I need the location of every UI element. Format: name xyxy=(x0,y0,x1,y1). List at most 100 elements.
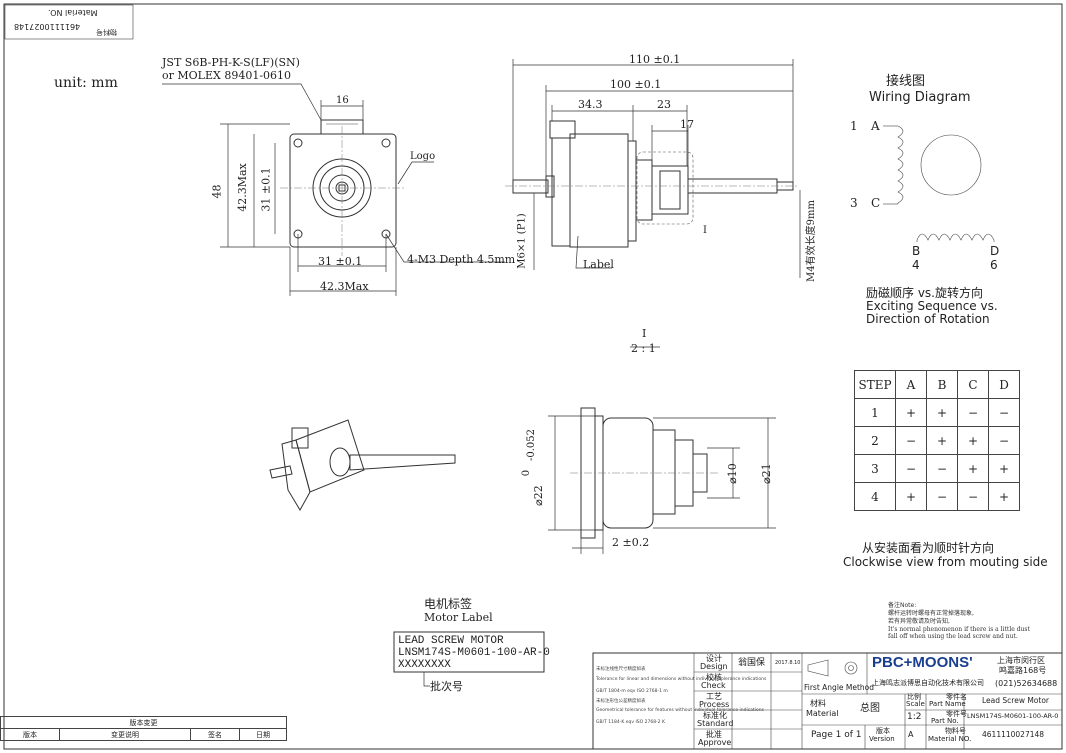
isometric-view xyxy=(269,419,456,511)
table-cell: + xyxy=(988,482,1020,511)
motor-label-line-3: XXXXXXXX xyxy=(398,659,451,671)
wiring-diagram-graphic xyxy=(883,125,995,242)
material-no-value: 4611110027148 xyxy=(14,22,81,31)
table-row: 1 + + − − xyxy=(854,398,1020,427)
detail-title-ref: I xyxy=(642,327,647,340)
company-name-cn: 上海鸣志派博思自动化技术有限公司 xyxy=(872,679,984,687)
dim-110: 110 ±0.1 xyxy=(629,53,681,66)
tolerance-note: 未标注线性尺寸精度如表 xyxy=(596,667,646,672)
tolerance-note: Geometrical tolerance for features witho… xyxy=(596,708,764,713)
version-label-en: Version xyxy=(869,735,895,743)
motor-label-line-1: LEAD SCREW MOTOR xyxy=(398,635,504,647)
sequence-title-cn: 励磁顺序 vs.旋转方向 xyxy=(866,286,983,300)
tolerance-note: 未标注形位公差精度如表 xyxy=(596,699,646,704)
dim-2: 2 ±0.2 xyxy=(612,536,650,549)
side-connector xyxy=(549,120,576,139)
dim-23: 23 xyxy=(657,98,671,111)
process-label-en: Process xyxy=(699,700,730,709)
dim-16: 16 xyxy=(336,95,349,106)
approve-label-cn: 批准 xyxy=(706,730,722,739)
matno-value: 4611110027148 xyxy=(982,730,1045,739)
scale-label-cn: 比例 xyxy=(907,693,921,701)
detail-ref-marker: I xyxy=(703,225,707,236)
table-header-cell: D xyxy=(988,370,1020,399)
table-header-cell: 版本 xyxy=(0,728,60,741)
table-cell: + xyxy=(895,398,927,427)
table-cell: + xyxy=(926,426,958,455)
address-cn-1: 上海市闵行区 xyxy=(997,656,1045,665)
material-no-label: Material NO. xyxy=(48,8,98,17)
dim-34-3: 34.3 xyxy=(578,98,603,111)
mount-hole xyxy=(293,138,303,148)
nut-body xyxy=(651,165,689,215)
note-line-5: fall off when using the lead screw and n… xyxy=(888,633,1018,640)
wiring-title-en: Wiring Diagram xyxy=(869,90,971,105)
revision-header-row: 版本 变更说明 签名 日期 xyxy=(0,728,287,741)
table-cell: − xyxy=(926,454,958,483)
table-cell: − xyxy=(895,426,927,455)
rotation-note-cn: 从安装面看为顺时针方向 xyxy=(862,541,995,555)
motor-end-cap xyxy=(551,137,571,247)
table-header-cell: STEP xyxy=(854,370,896,399)
tolerance-note: Tolerance for linear and dimensions with… xyxy=(596,677,767,682)
tolerance-lower: -0.052 xyxy=(526,428,538,462)
connector-spec-1: JST S6B-PH-K-S(LF)(SN) xyxy=(162,56,300,69)
sequence-title-en-2: Direction of Rotation xyxy=(866,312,990,326)
detail-circle xyxy=(636,151,694,225)
table-row: 4 + − − + xyxy=(854,482,1020,511)
dim-dia-10: ⌀10 xyxy=(725,463,739,484)
process-label-cn: 工艺 xyxy=(706,692,722,701)
table-header-cell: 日期 xyxy=(239,728,287,741)
company-phone: (021)52634688 xyxy=(995,679,1058,688)
coil-b-d xyxy=(916,233,995,241)
iso-connector xyxy=(291,427,309,449)
table-cell: − xyxy=(957,482,989,511)
scale-value: 1:2 xyxy=(907,712,922,722)
part-no-label-en: Part No. xyxy=(931,717,959,725)
part-no-value: LNSM174S-M0601-100-AR-0 xyxy=(967,712,1059,720)
front-view xyxy=(162,83,505,296)
table-cell: − xyxy=(957,398,989,427)
revision-title-row: 版本变更 xyxy=(0,716,287,729)
wire-c: C xyxy=(871,196,881,210)
note-line-4: It's normal phenomenon if there is a lit… xyxy=(888,626,1030,633)
material-label-en: Material xyxy=(806,709,839,718)
motor-body xyxy=(569,133,629,248)
table-header-cell: 变更说明 xyxy=(59,728,191,741)
wire-pin-3: 3 xyxy=(850,196,858,210)
wiring-title-cn: 接线图 xyxy=(886,74,926,89)
table-cell: + xyxy=(988,454,1020,483)
title-block-grid xyxy=(592,652,1063,750)
rotor-symbol xyxy=(920,134,982,196)
detail-title-scale: 2 : 1 xyxy=(631,342,656,355)
company-logo: PBC+MOONS' xyxy=(872,654,973,671)
wire-b: B xyxy=(912,244,921,258)
material-no-box xyxy=(4,4,134,40)
note-line-3: 若有异常敬请及时告知, xyxy=(888,618,950,625)
motor-label-line-2: LNSM174S-M0601-100-AR-0 xyxy=(398,647,550,659)
table-cell: + xyxy=(895,482,927,511)
wire-b-num: 4 xyxy=(912,258,920,272)
table-cell: 3 xyxy=(854,454,896,483)
table-cell: + xyxy=(926,398,958,427)
batch-number-callout: 批次号 xyxy=(430,680,463,693)
wire-pin-1: 1 xyxy=(850,119,858,133)
table-cell: 2 xyxy=(854,426,896,455)
iso-body xyxy=(281,439,311,511)
dim-31-horizontal: 31 ±0.1 xyxy=(318,255,363,268)
table-cell: 4 xyxy=(854,482,896,511)
wire-d-num: 6 xyxy=(990,258,998,272)
tolerance-upper: 0 xyxy=(521,469,533,477)
design-date: 2017.8.10 xyxy=(775,660,801,666)
table-row: 2 − + + − xyxy=(854,426,1020,455)
m4-thread-callout: M4有效长度9mm xyxy=(805,200,817,282)
table-cell: + xyxy=(957,426,989,455)
table-cell: 1 xyxy=(854,398,896,427)
table-header-cell: 签名 xyxy=(190,728,240,741)
address-cn-2: 鸣嘉路168号 xyxy=(999,666,1047,675)
dim-48: 48 xyxy=(210,184,224,199)
wire-a: A xyxy=(871,119,880,133)
matno-label-cn: 物料号 xyxy=(945,727,966,735)
assembly-drawing: 总图 xyxy=(860,703,880,714)
